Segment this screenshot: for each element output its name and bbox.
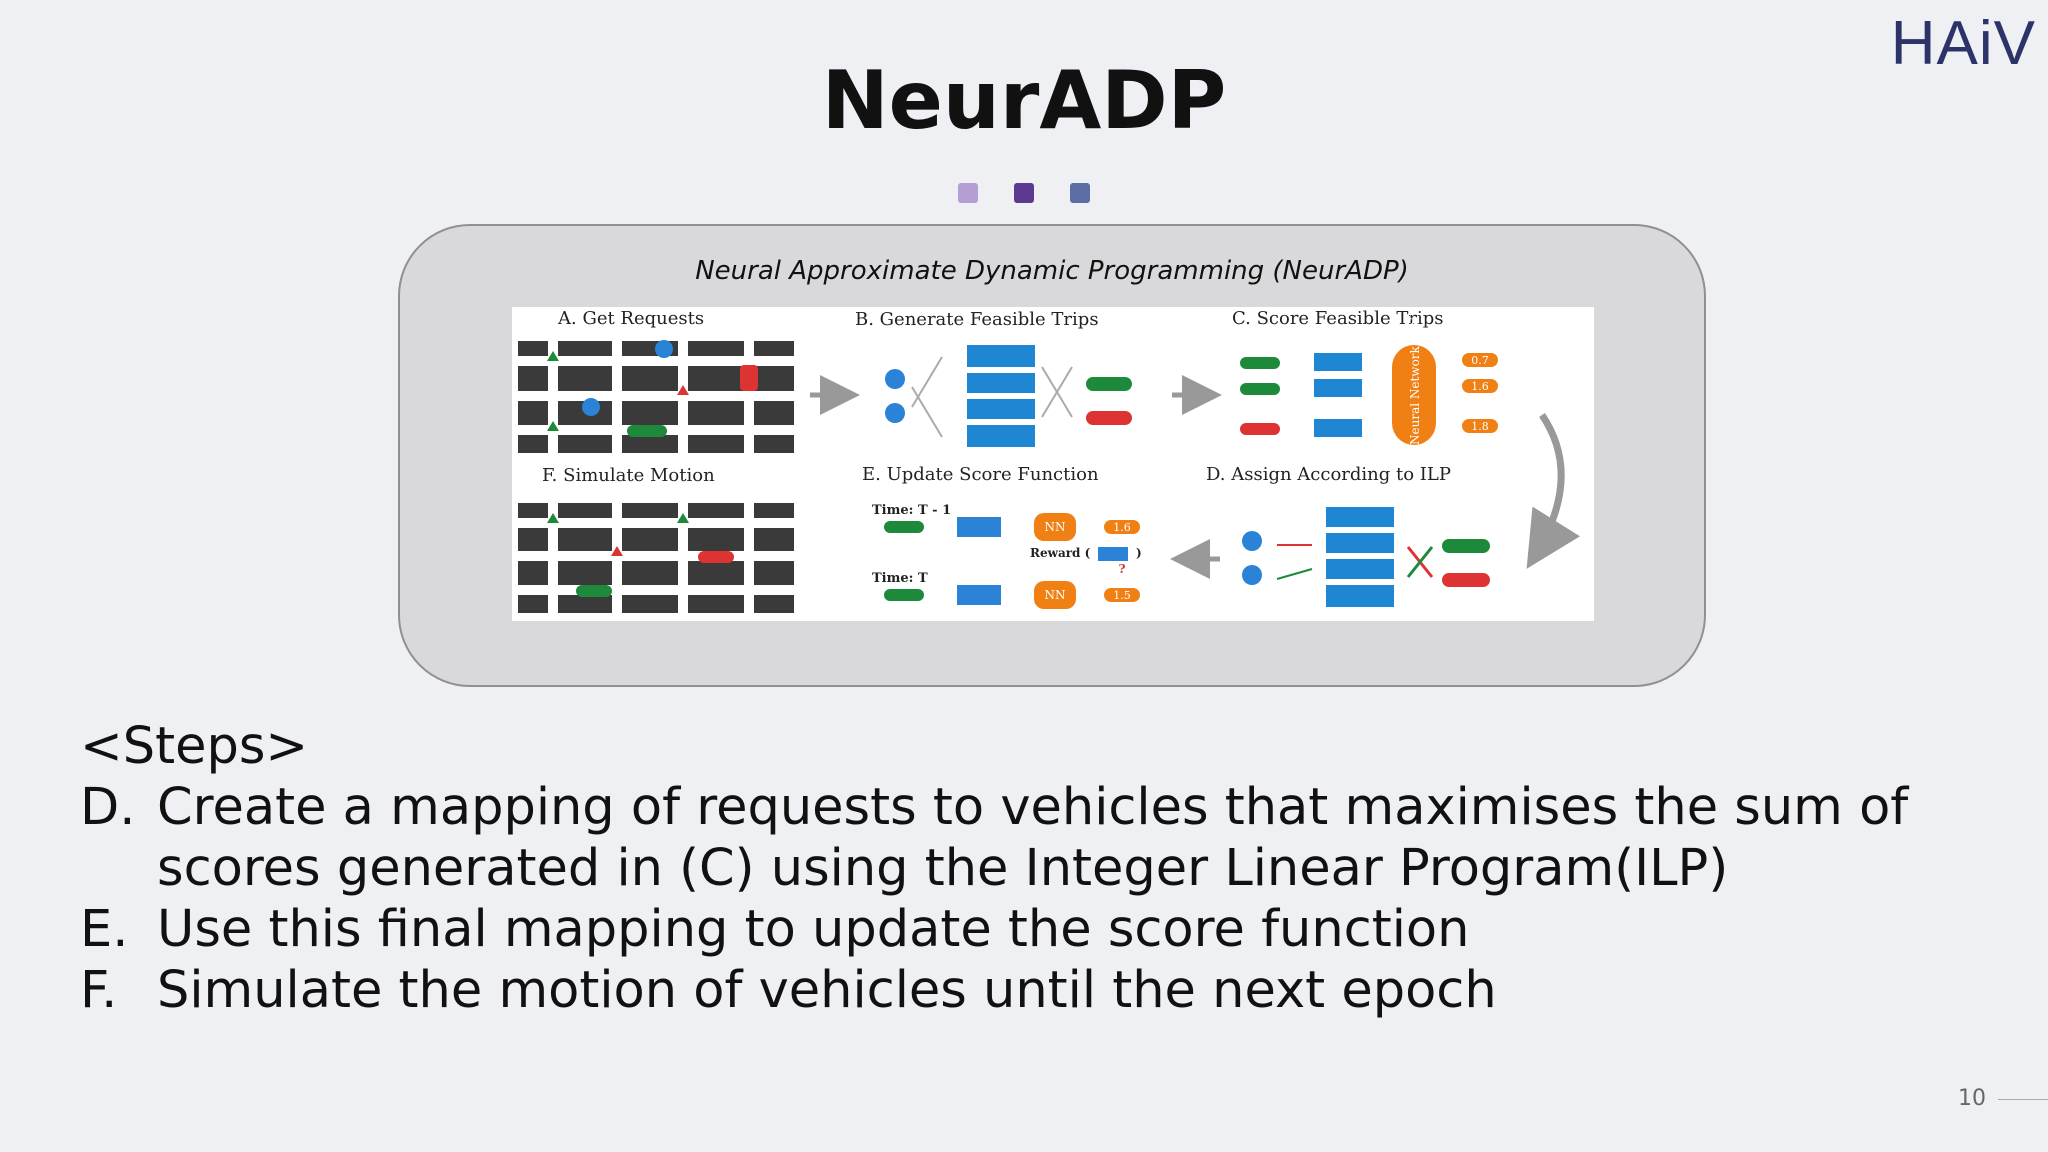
step-letter: D. [80,778,136,837]
question-mark: ? [1118,562,1125,576]
reward-close: ) [1136,546,1142,560]
step-text: Use this final mapping to update the sco… [157,900,1470,959]
neuradp-diagram-svg: A. Get Requests B. Generate Feasible Tri… [518,308,1580,613]
step-text: Simulate the motion of vehicles until th… [157,961,1497,1020]
slide-title: NeurADP [821,54,1227,147]
step-letter: E. [80,900,129,959]
step-text: Create a mapping of requests to vehicles… [157,778,1909,837]
score-e-1: 1.6 [1113,521,1131,534]
time-curr-label: Time: T [872,571,928,586]
step-d: D. Create a mapping of requests to vehic… [80,777,1908,838]
neural-network-label: Neural Network (NN) [1408,312,1422,445]
panel-b-graphic [885,345,1132,447]
dot-dark-purple [1014,183,1034,203]
panel-f-label: F. Simulate Motion [542,465,715,486]
score-c-1: 0.7 [1471,354,1489,367]
step-letter: F. [80,961,118,1020]
panel-c-graphic: Neural Network (NN) 0.7 1.6 1.8 [1240,312,1498,445]
nn-label-e-2: NN [1045,588,1066,602]
figure-caption: Neural Approximate Dynamic Programming (… [695,256,1409,286]
neuradp-diagram: A. Get Requests B. Generate Feasible Tri… [512,307,1594,621]
page-number-line [1998,1099,2048,1100]
city-grid-a [518,340,794,453]
dot-light-purple [958,183,978,203]
panel-e-label: E. Update Score Function [862,464,1099,485]
panel-b-label: B. Generate Feasible Trips [855,309,1099,330]
nn-label-e-1: NN [1045,520,1066,534]
arrow-c-d [1526,413,1580,569]
steps-list: <Steps> D. Create a mapping of requests … [80,716,1908,1021]
panel-d-graphic [1242,507,1490,607]
panel-e-graphic: Time: T - 1 NN 1.6 Reward ( ) ? Time: T … [872,503,1142,609]
panel-d-label: D. Assign According to ILP [1206,464,1451,485]
score-c-3: 1.8 [1471,420,1489,433]
steps-heading: <Steps> [80,717,309,776]
haiv-logo: HAiV [1890,9,2036,78]
page-number: 10 [1958,1086,1986,1111]
dot-blue [1070,183,1090,203]
panel-c-label: C. Score Feasible Trips [1232,308,1443,329]
step-text: scores generated in (C) using the Intege… [157,839,1729,898]
score-c-2: 1.6 [1471,380,1489,393]
time-prev-label: Time: T - 1 [872,503,951,518]
decorative-dots [958,183,1090,203]
panel-a-label: A. Get Requests [557,308,704,329]
reward-label: Reward ( [1030,546,1091,560]
step-d-continued: scores generated in (C) using the Intege… [80,838,1908,899]
city-grid-f [518,503,794,613]
step-f: F. Simulate the motion of vehicles until… [80,960,1908,1021]
score-e-2: 1.5 [1113,589,1131,602]
step-e: E. Use this final mapping to update the … [80,899,1908,960]
